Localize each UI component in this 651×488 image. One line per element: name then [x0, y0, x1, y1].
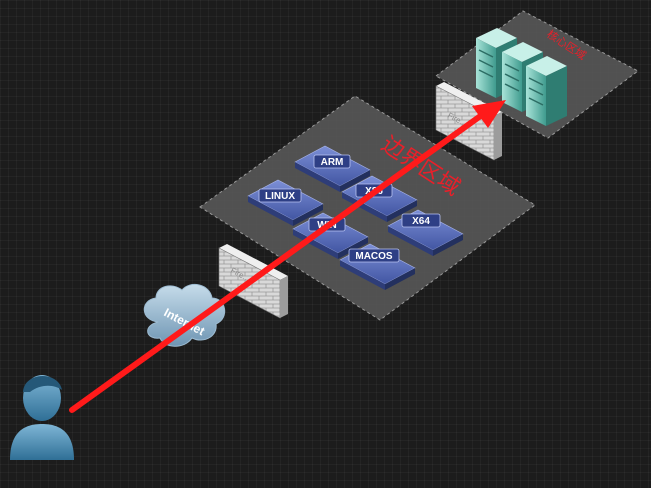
server-icon — [526, 56, 567, 126]
device-linux: LINUX — [247, 179, 324, 226]
device-arm: ARM — [294, 145, 371, 192]
device-label: X64 — [412, 216, 430, 227]
server-cluster — [476, 28, 567, 126]
traffic-arrow — [69, 100, 506, 413]
device-label: MACOS — [355, 251, 393, 262]
device-macos: MACOS — [339, 243, 416, 290]
user-icon — [10, 375, 74, 460]
device-label: ARM — [321, 157, 344, 168]
device-label: LINUX — [265, 191, 295, 202]
device-x64: X64 — [387, 209, 464, 256]
internet-cloud-icon: Internet — [143, 283, 226, 347]
